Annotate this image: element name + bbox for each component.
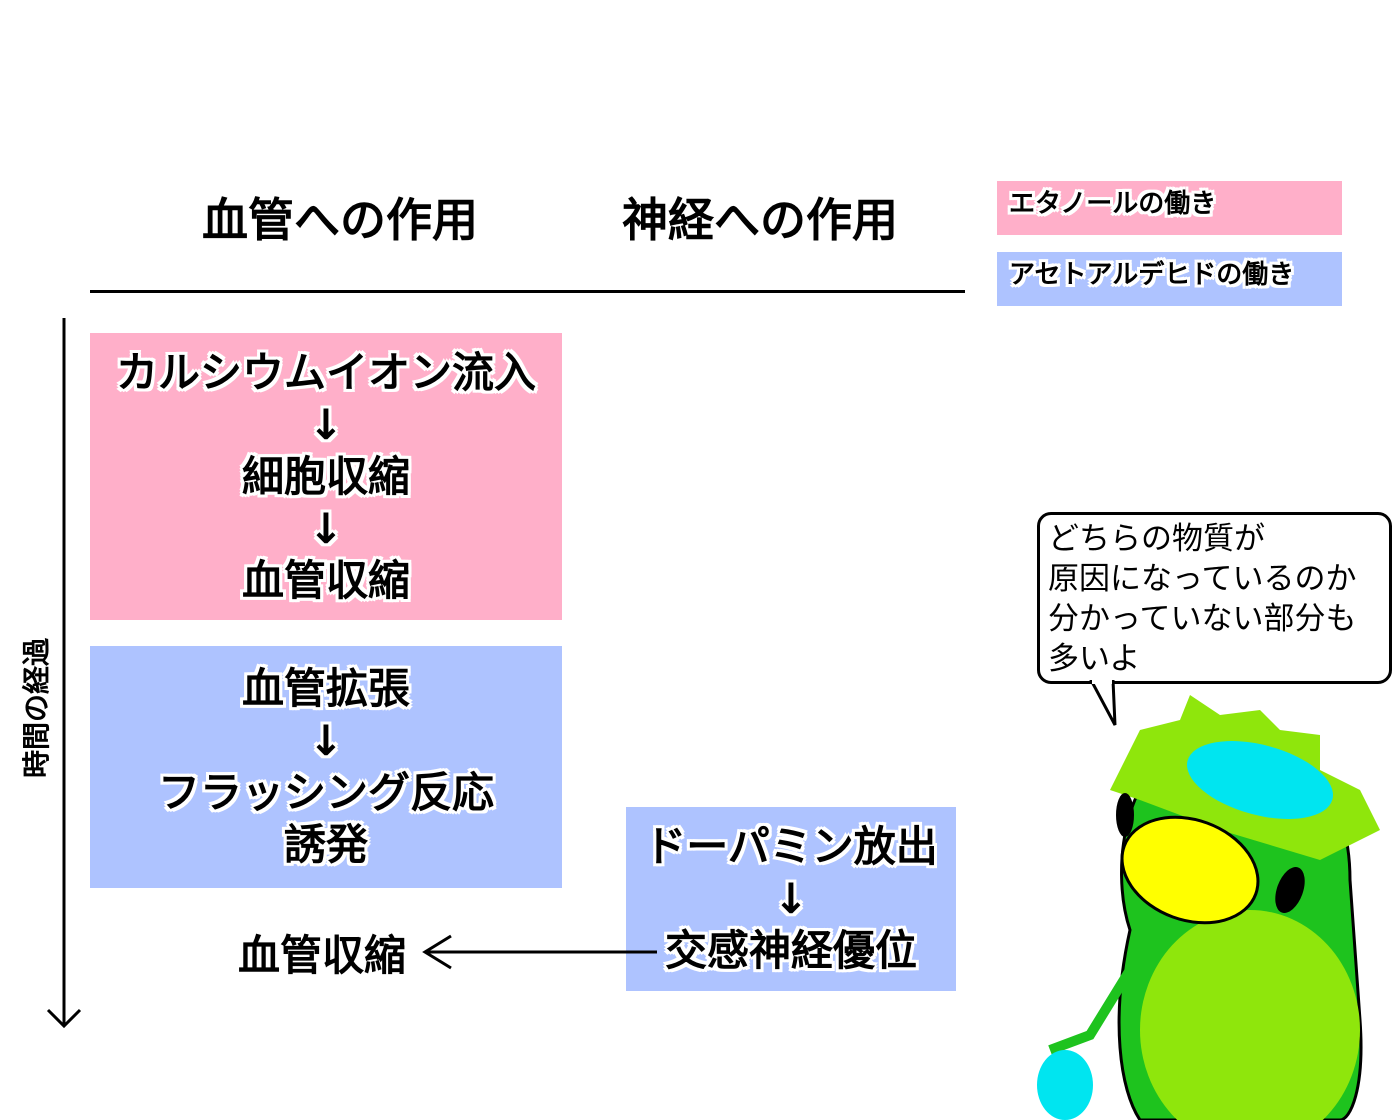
step-vasodilation: 血管拡張	[241, 664, 410, 713]
time-axis-arrow	[46, 318, 82, 1029]
step-flushing: フラッシング反応	[157, 768, 494, 817]
result-vasoconstriction: 血管収縮	[238, 931, 407, 980]
down-arrow-icon: ↓	[308, 716, 344, 765]
kappa-character-illustration	[1037, 695, 1380, 1120]
ethanol-box: カルシウムイオン流入 ↓ 細胞収縮 ↓ 血管収縮	[90, 333, 562, 620]
step-sympathetic-dominance: 交感神経優位	[664, 926, 917, 975]
down-arrow-icon: ↓	[308, 399, 344, 449]
header-divider	[90, 290, 965, 293]
time-axis-label: 時間の経過	[20, 638, 53, 779]
step-vasoconstriction: 血管収縮	[241, 555, 410, 605]
speech-bubble: どちらの物質が 原因になっているのか 分かっていない部分も 多いよ	[1037, 512, 1392, 684]
bubble-line: 多いよ	[1048, 641, 1141, 677]
step-dopamine-release: ドーパミン放出	[644, 822, 938, 871]
left-arrow-icon	[422, 934, 657, 970]
down-arrow-icon: ↓	[308, 503, 344, 553]
acetaldehyde-neural-box: ドーパミン放出 ↓ 交感神経優位	[626, 807, 956, 991]
speech-bubble-tail	[1089, 680, 1117, 726]
down-arrow-icon: ↓	[773, 874, 809, 923]
header-vascular: 血管への作用	[202, 193, 478, 247]
legend-ethanol: エタノールの働き	[997, 181, 1342, 235]
header-neural: 神経への作用	[622, 193, 898, 247]
step-calcium-influx: カルシウムイオン流入	[115, 347, 536, 397]
step-cell-contraction: 細胞収縮	[241, 451, 410, 501]
acetaldehyde-vascular-box: 血管拡張 ↓ フラッシング反応 誘発	[90, 646, 562, 888]
legend-acetaldehyde: アセトアルデヒドの働き	[997, 252, 1342, 306]
bubble-line: どちらの物質が	[1048, 521, 1265, 557]
bubble-line: 分かっていない部分も	[1048, 601, 1357, 637]
bubble-line: 原因になっているのか	[1048, 561, 1357, 597]
step-induction: 誘発	[283, 820, 368, 869]
